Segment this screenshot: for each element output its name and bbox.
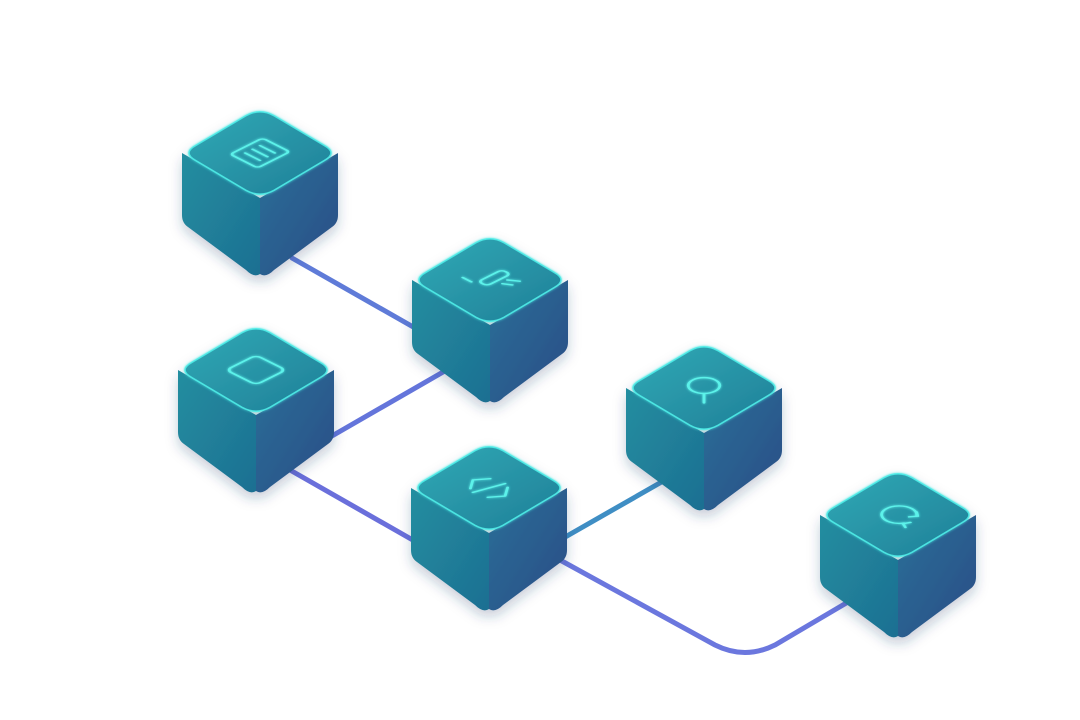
cube-right-face <box>704 388 782 511</box>
cube-right-face <box>898 515 976 638</box>
cube-top-face <box>184 328 328 412</box>
cube-left-face <box>626 388 704 511</box>
cube-node-document[interactable] <box>182 111 338 276</box>
cube-left-face <box>411 488 489 611</box>
refresh-cycle-icon <box>880 505 920 529</box>
connector-code-search <box>557 477 668 543</box>
cube-right-face <box>489 488 567 611</box>
cube-right-face <box>260 153 338 276</box>
cube-right-face <box>490 280 568 403</box>
cube-nodes <box>178 111 976 638</box>
cube-node-refresh[interactable] <box>820 473 976 638</box>
cube-left-face <box>820 515 898 638</box>
cube-node-design[interactable] <box>412 238 568 403</box>
document-lines-icon <box>230 138 290 168</box>
cube-top-face <box>632 346 776 430</box>
cube-top-face <box>418 238 562 322</box>
pen-tool-icon <box>461 270 522 286</box>
magnifier-icon <box>686 376 722 404</box>
cube-node-search[interactable] <box>626 346 782 511</box>
cube-left-face <box>412 280 490 403</box>
connector-frame-code <box>287 467 421 546</box>
cube-top-face <box>826 473 970 557</box>
connectors <box>287 255 851 655</box>
cube-right-face <box>256 370 334 493</box>
cube-node-frame[interactable] <box>178 328 334 493</box>
cube-left-face <box>182 153 260 276</box>
connector-code-refresh <box>557 557 851 655</box>
code-brackets-icon <box>468 477 510 499</box>
cube-left-face <box>178 370 256 493</box>
rounded-square-icon <box>227 355 285 385</box>
cube-node-code[interactable] <box>411 446 567 611</box>
connector-frame-design <box>322 365 453 443</box>
connector-document-design <box>289 255 418 331</box>
